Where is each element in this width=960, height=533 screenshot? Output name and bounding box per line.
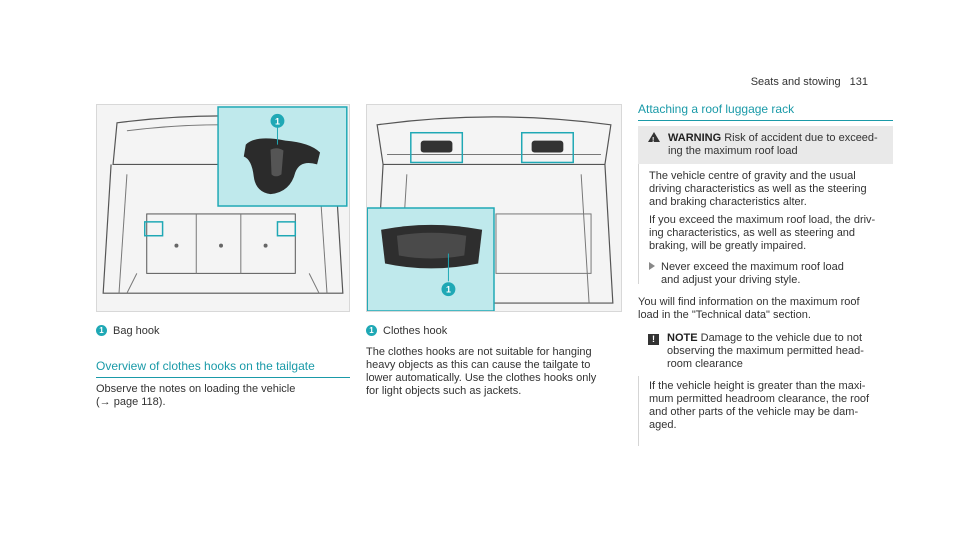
warning-label: WARNING: [668, 132, 722, 144]
fig2-marker-badge: [441, 282, 456, 297]
figure-clothes-hooks: 1: [366, 104, 622, 312]
callout-number: 1: [96, 325, 107, 336]
text-line: You will find information on the maximum…: [638, 296, 860, 308]
fig1-marker: 1: [275, 116, 280, 126]
loading-note-line: Observe the notes on loading the vehicle: [96, 383, 296, 395]
text-line: and adjust your driving style.: [661, 274, 801, 286]
text-line: and other parts of the vehicle may be da…: [649, 406, 859, 418]
warning-title-cont: ing the maximum roof load: [668, 145, 798, 157]
note-exclamation-icon: !: [648, 334, 659, 345]
note-header: ! NOTE Damage to the vehicle due to not o…: [638, 328, 893, 376]
cargo-area-illustration: 1: [97, 105, 349, 311]
fig1-marker-badge: [270, 113, 285, 128]
note-title: Damage to the vehicle due to not: [700, 332, 863, 344]
clothes-hook-description: The clothes hooks are not suitable for h…: [366, 346, 596, 398]
note-title-cont: observing the maximum permitted head-: [667, 345, 864, 357]
text-line: Never exceed the maximum roof load: [661, 261, 844, 273]
fig2-marker: 1: [446, 285, 451, 295]
callout-number: 1: [366, 325, 377, 336]
warning-action: Never exceed the maximum roof load and a…: [649, 261, 885, 287]
page-number: 131: [849, 76, 868, 88]
text-line: ing characteristics, as well as steering…: [649, 227, 856, 239]
text-line: The vehicle centre of gravity and the us…: [649, 170, 856, 182]
text-line: braking, will be greatly impaired.: [649, 240, 807, 252]
warning-body: The vehicle centre of gravity and the us…: [638, 164, 893, 287]
note-box: ! NOTE Damage to the vehicle due to not o…: [638, 328, 893, 446]
loading-note: Observe the notes on loading the vehicle…: [96, 383, 295, 409]
warning-triangle-icon: !: [648, 132, 660, 144]
text-line: and braking characteristics alter.: [649, 196, 807, 208]
page-reference-link[interactable]: (→ page 118).: [96, 396, 166, 408]
callout-label: Bag hook: [113, 325, 160, 337]
text-line: If the vehicle height is greater than th…: [649, 380, 866, 392]
page-header: Seats and stowing 131: [751, 76, 868, 88]
text-line: heavy objects as this can cause the tail…: [366, 359, 591, 371]
note-label: NOTE: [667, 332, 698, 344]
tailgate-illustration: 1: [367, 105, 621, 311]
warning-para-2: If you exceed the maximum roof load, the…: [649, 214, 885, 253]
text-line: driving characteristics as well as the s…: [649, 183, 867, 195]
hook-highlight-right: [276, 221, 297, 237]
note-body: If the vehicle height is greater than th…: [638, 376, 893, 446]
text-line: aged.: [649, 419, 677, 431]
text-line: load in the "Technical data" section.: [638, 309, 811, 321]
warning-box: ! WARNING Risk of accident due to exceed-…: [638, 126, 893, 287]
text-line: mum permitted headroom clearance, the ro…: [649, 393, 870, 405]
warning-header: ! WARNING Risk of accident due to exceed-…: [638, 126, 893, 164]
warning-para-1: The vehicle centre of gravity and the us…: [649, 170, 885, 209]
warning-title: Risk of accident due to exceed-: [724, 132, 878, 144]
clothes-hook-callout: 1 Clothes hook: [366, 325, 447, 337]
text-line: lower automatically. Use the clothes hoo…: [366, 372, 597, 384]
figure-bag-hooks: 1: [96, 104, 350, 312]
text-line: for light objects such as jackets.: [366, 385, 522, 397]
action-arrow-icon: [649, 262, 655, 270]
callout-label: Clothes hook: [383, 325, 448, 337]
hook-highlight-left: [144, 221, 164, 237]
text-line: The clothes hooks are not suitable for h…: [366, 346, 592, 358]
roof-rack-heading: Attaching a roof luggage rack: [638, 102, 893, 121]
clothes-hook-highlight-right: [520, 131, 574, 164]
text-line: If you exceed the maximum roof load, the…: [649, 214, 876, 226]
section-title: Seats and stowing: [750, 76, 841, 88]
roof-load-info: You will find information on the maximum…: [638, 296, 860, 322]
clothes-hook-highlight-left: [410, 131, 464, 164]
bag-hook-callout: 1 Bag hook: [96, 325, 159, 337]
note-title-cont: room clearance: [667, 358, 743, 370]
clothes-hooks-heading: Overview of clothes hooks on the tailgat…: [96, 359, 350, 378]
